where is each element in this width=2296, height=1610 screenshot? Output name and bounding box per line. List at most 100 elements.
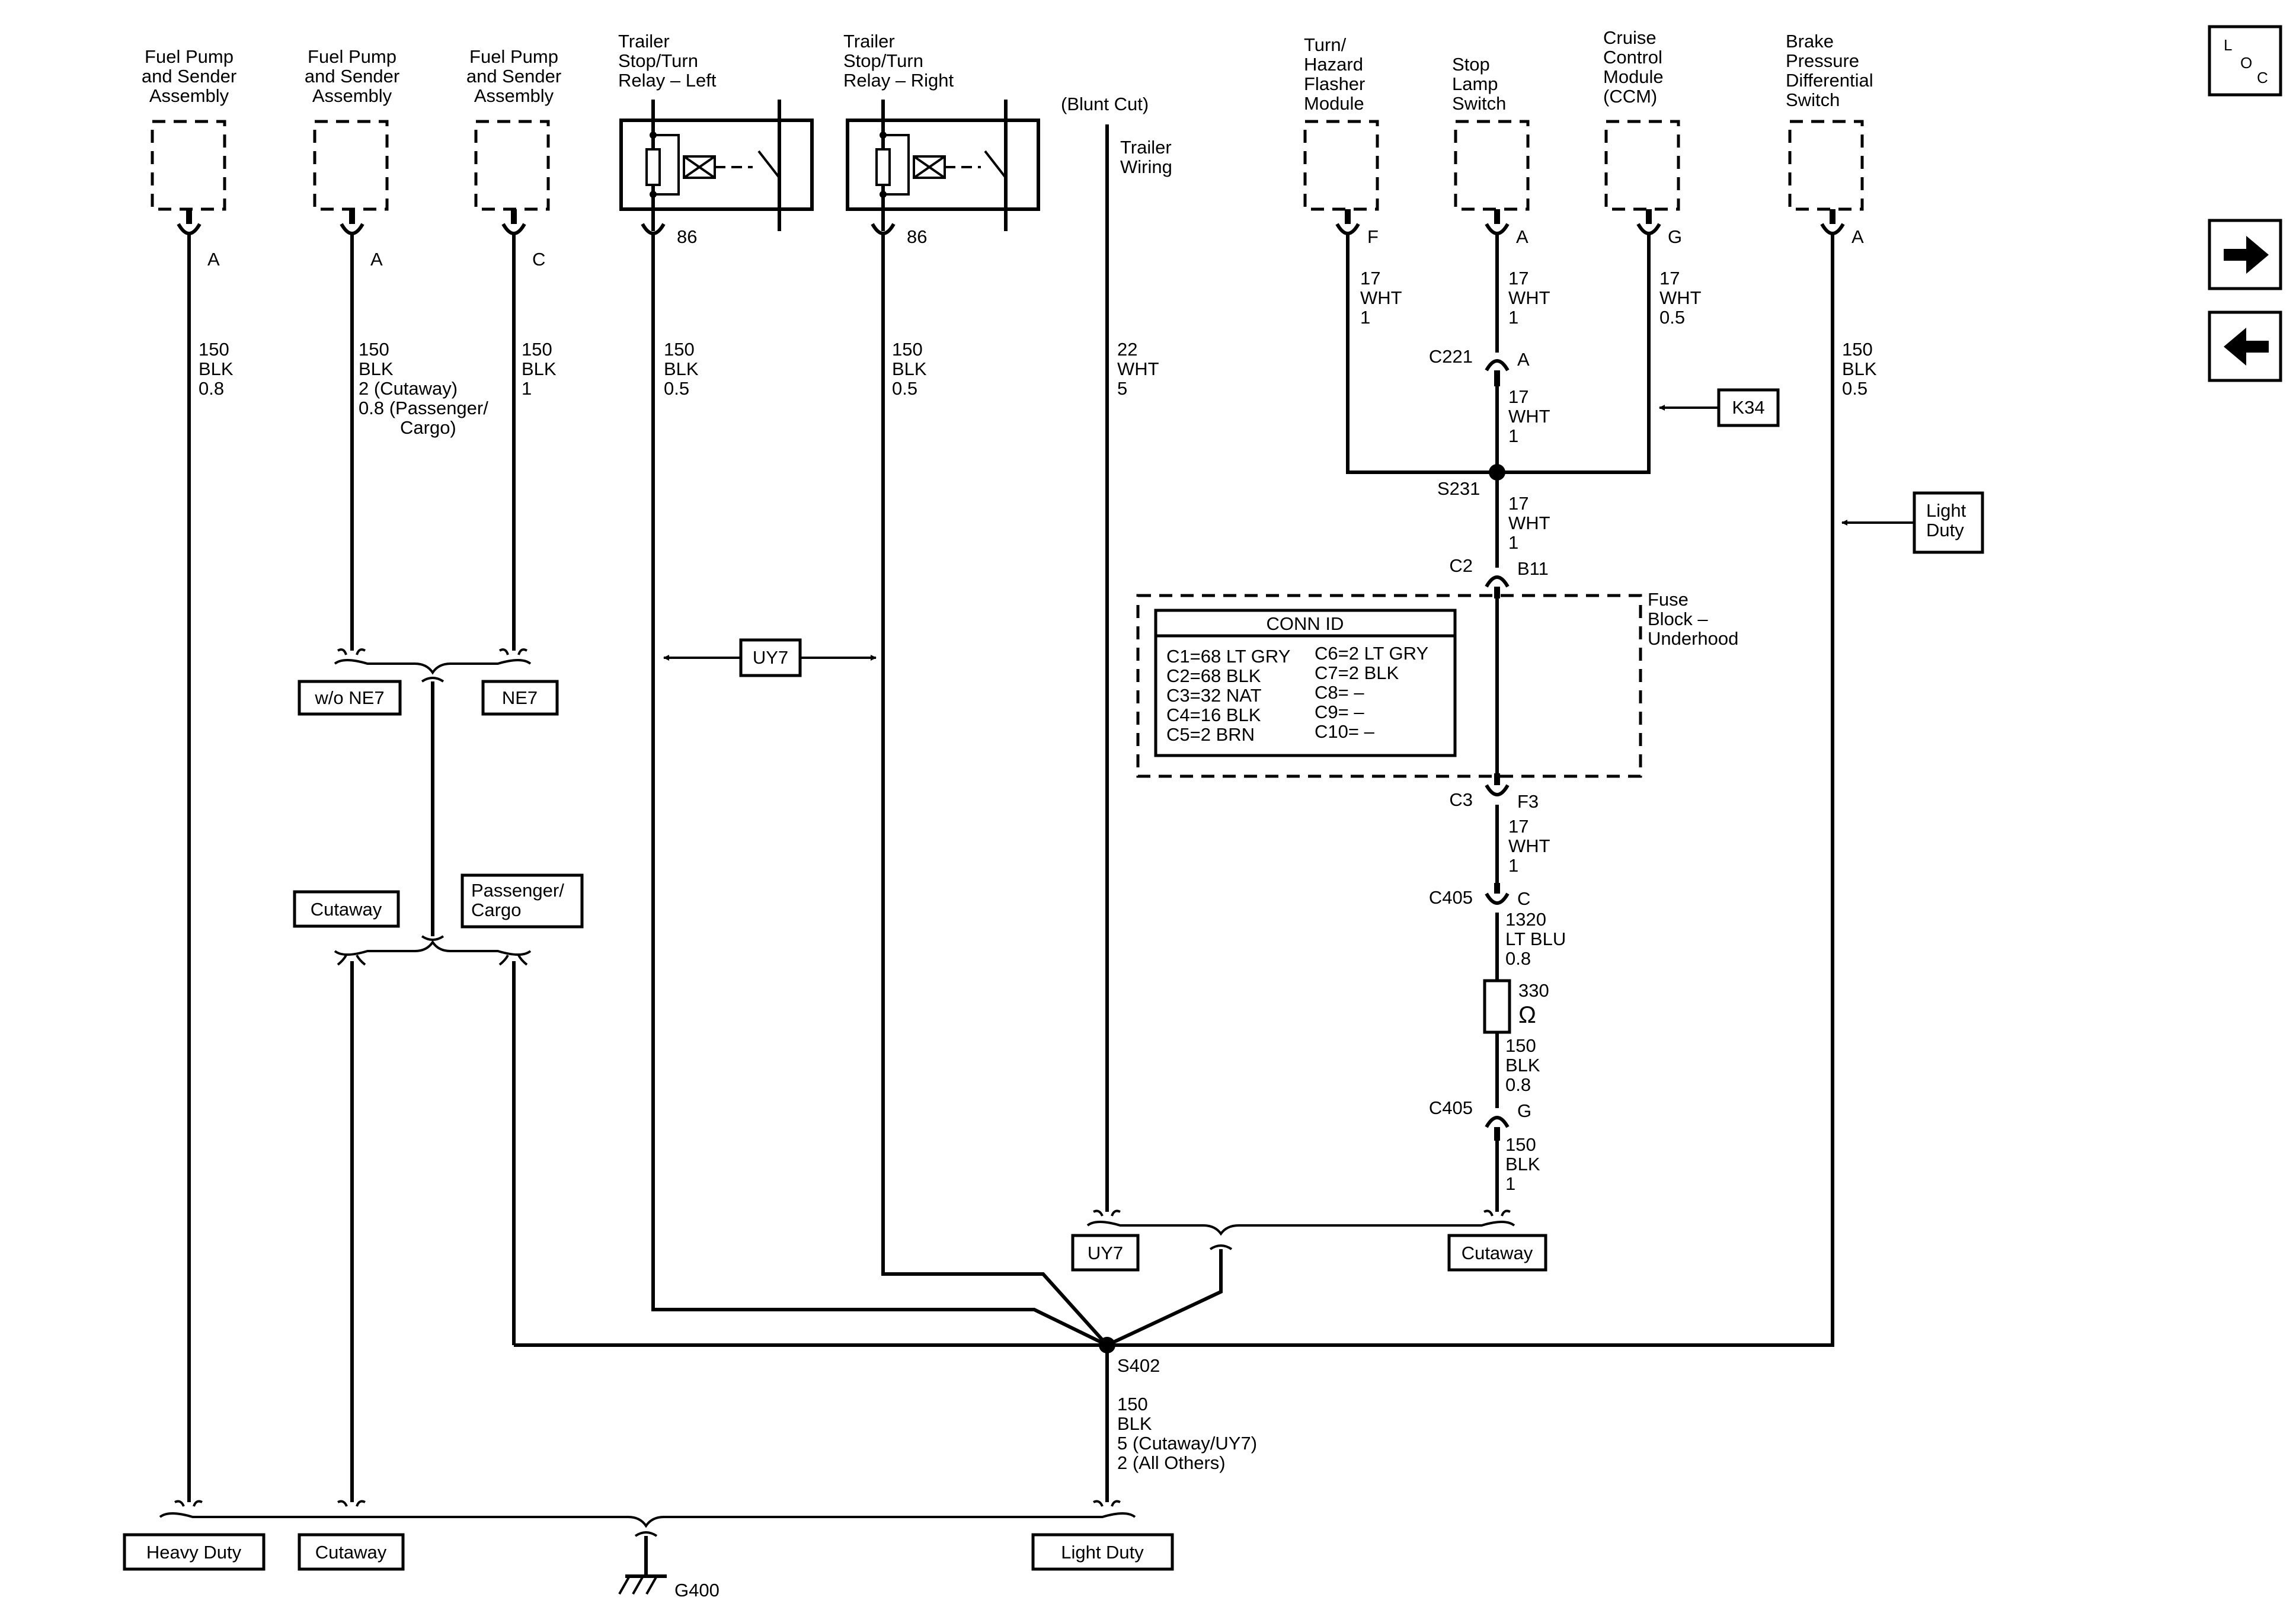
svg-text:150: 150	[199, 339, 229, 360]
svg-text:150: 150	[892, 339, 923, 360]
wire-label-trailer: 22 WHT 5	[1117, 339, 1159, 399]
svg-text:and Sender: and Sender	[142, 66, 236, 87]
svg-text:5: 5	[1117, 378, 1127, 399]
svg-text:C: C	[1517, 888, 1530, 909]
svg-text:150: 150	[1505, 1134, 1536, 1155]
svg-text:17: 17	[1508, 268, 1528, 289]
brake-pressure-switch-label: Brake Pressure Differential Switch	[1786, 31, 1873, 110]
arrow-right-icon[interactable]	[2208, 219, 2282, 290]
wire-label-fp2: 150 BLK 2 (Cutaway) 0.8 (Passenger/ Carg…	[359, 339, 488, 438]
pin-stubs	[186, 209, 1835, 224]
svg-text:BLK: BLK	[522, 359, 557, 379]
svg-text:LT BLU: LT BLU	[1505, 929, 1566, 949]
option-light-duty-bottom: Light Duty	[1031, 1533, 1174, 1571]
svg-text:17: 17	[1360, 268, 1380, 289]
svg-text:C8= –: C8= –	[1315, 682, 1364, 703]
svg-text:Trailer: Trailer	[843, 31, 895, 52]
resistor-unit: Ω	[1518, 1002, 1536, 1028]
resistor-value: 330	[1518, 980, 1549, 1001]
wires	[187, 124, 1834, 1502]
svg-text:2 (Cutaway): 2 (Cutaway)	[359, 378, 458, 399]
svg-text:BLK: BLK	[1842, 359, 1877, 379]
svg-text:Assembly: Assembly	[474, 85, 554, 106]
svg-text:C9= –: C9= –	[1315, 702, 1364, 722]
svg-text:Control: Control	[1603, 47, 1662, 68]
fuse-block-label: Fuse Block – Underhood	[1648, 589, 1738, 649]
svg-text:C405: C405	[1429, 1097, 1473, 1118]
splice-s402	[1099, 1337, 1115, 1353]
wire-label-c3-below: 17 WHT 1	[1508, 816, 1550, 876]
svg-text:2 (All Others): 2 (All Others)	[1117, 1452, 1226, 1473]
svg-text:C7=2 BLK: C7=2 BLK	[1315, 662, 1399, 683]
option-brackets	[159, 648, 1515, 1528]
svg-text:G: G	[1517, 1100, 1531, 1121]
loc-button[interactable]: L O C	[2208, 25, 2282, 97]
resistor	[1483, 979, 1511, 1034]
svg-text:Assembly: Assembly	[312, 85, 392, 106]
svg-text:1: 1	[1508, 307, 1518, 328]
option-cutaway-right: Cutaway	[1447, 1234, 1547, 1272]
svg-text:C3: C3	[1449, 789, 1473, 810]
trailer-relay-right-label: Trailer Stop/Turn Relay – Right	[843, 31, 954, 91]
svg-text:BLK: BLK	[1117, 1413, 1152, 1434]
svg-text:Light Duty: Light Duty	[1061, 1542, 1144, 1563]
fuel-pump-3-box	[474, 120, 550, 211]
svg-text:BLK: BLK	[1505, 1055, 1540, 1076]
svg-text:Lamp: Lamp	[1452, 73, 1498, 94]
svg-text:BLK: BLK	[359, 359, 394, 379]
svg-text:86: 86	[677, 226, 697, 247]
svg-text:Differential: Differential	[1786, 70, 1873, 91]
svg-text:Underhood: Underhood	[1648, 628, 1738, 649]
splice-s231	[1489, 464, 1505, 481]
svg-text:F3: F3	[1517, 791, 1539, 812]
svg-text:O: O	[2240, 54, 2252, 72]
svg-text:Cargo: Cargo	[471, 900, 521, 920]
cruise-control-module-label: Cruise Control Module (CCM)	[1603, 27, 1664, 107]
svg-text:G: G	[1668, 226, 1682, 247]
svg-text:Switch: Switch	[1452, 93, 1506, 114]
svg-text:Wiring: Wiring	[1120, 156, 1172, 177]
connector-cups	[177, 223, 1845, 1141]
svg-text:UY7: UY7	[1088, 1243, 1123, 1263]
svg-text:1320: 1320	[1505, 909, 1546, 930]
connector-labels: C221 C2 C3 C405 C405	[1429, 346, 1473, 1118]
svg-text:K34: K34	[1732, 397, 1764, 418]
svg-text:Stop/Turn: Stop/Turn	[843, 50, 923, 71]
svg-text:150: 150	[522, 339, 552, 360]
svg-text:BLK: BLK	[664, 359, 699, 379]
svg-text:CONN ID: CONN ID	[1267, 613, 1344, 634]
svg-text:150: 150	[1505, 1035, 1536, 1056]
wire-label-s402-below: 150 BLK 5 (Cutaway/UY7) 2 (All Others)	[1117, 1394, 1257, 1473]
svg-text:WHT: WHT	[1117, 359, 1159, 379]
option-passenger-cargo: Passenger/ Cargo	[461, 873, 584, 929]
svg-text:1: 1	[522, 378, 532, 399]
svg-text:F: F	[1367, 226, 1379, 247]
svg-text:Relay – Right: Relay – Right	[843, 70, 954, 91]
svg-text:C2: C2	[1449, 555, 1473, 576]
svg-text:Cutaway: Cutaway	[315, 1542, 387, 1563]
svg-text:Module: Module	[1304, 93, 1364, 114]
svg-text:22: 22	[1117, 339, 1137, 360]
option-heavy-duty: Heavy Duty	[123, 1533, 266, 1571]
svg-text:1: 1	[1360, 307, 1370, 328]
svg-text:C3=32 NAT: C3=32 NAT	[1166, 685, 1262, 706]
svg-text:Trailer: Trailer	[1120, 137, 1172, 158]
svg-text:UY7: UY7	[753, 647, 788, 668]
wire-label-relay-right: 150 BLK 0.5	[892, 339, 927, 399]
arrow-left-icon[interactable]	[2208, 311, 2282, 382]
svg-text:B11: B11	[1517, 558, 1549, 579]
turn-hazard-box	[1303, 120, 1379, 211]
svg-text:0.8: 0.8	[1505, 948, 1531, 969]
svg-text:WHT: WHT	[1508, 406, 1550, 427]
svg-text:BLK: BLK	[199, 359, 234, 379]
ground-g400-symbol	[618, 1531, 667, 1595]
svg-text:Cutaway: Cutaway	[1462, 1243, 1533, 1263]
option-uy7-bottom: UY7	[1071, 1234, 1140, 1272]
svg-text:Module: Module	[1603, 66, 1664, 87]
svg-text:A: A	[207, 249, 220, 270]
option-cutaway-mid: Cutaway	[293, 890, 400, 928]
svg-text:0.8: 0.8	[1505, 1074, 1531, 1095]
wire-label-c405g-below: 150 BLK 1	[1505, 1134, 1540, 1194]
svg-text:5 (Cutaway/UY7): 5 (Cutaway/UY7)	[1117, 1433, 1257, 1454]
